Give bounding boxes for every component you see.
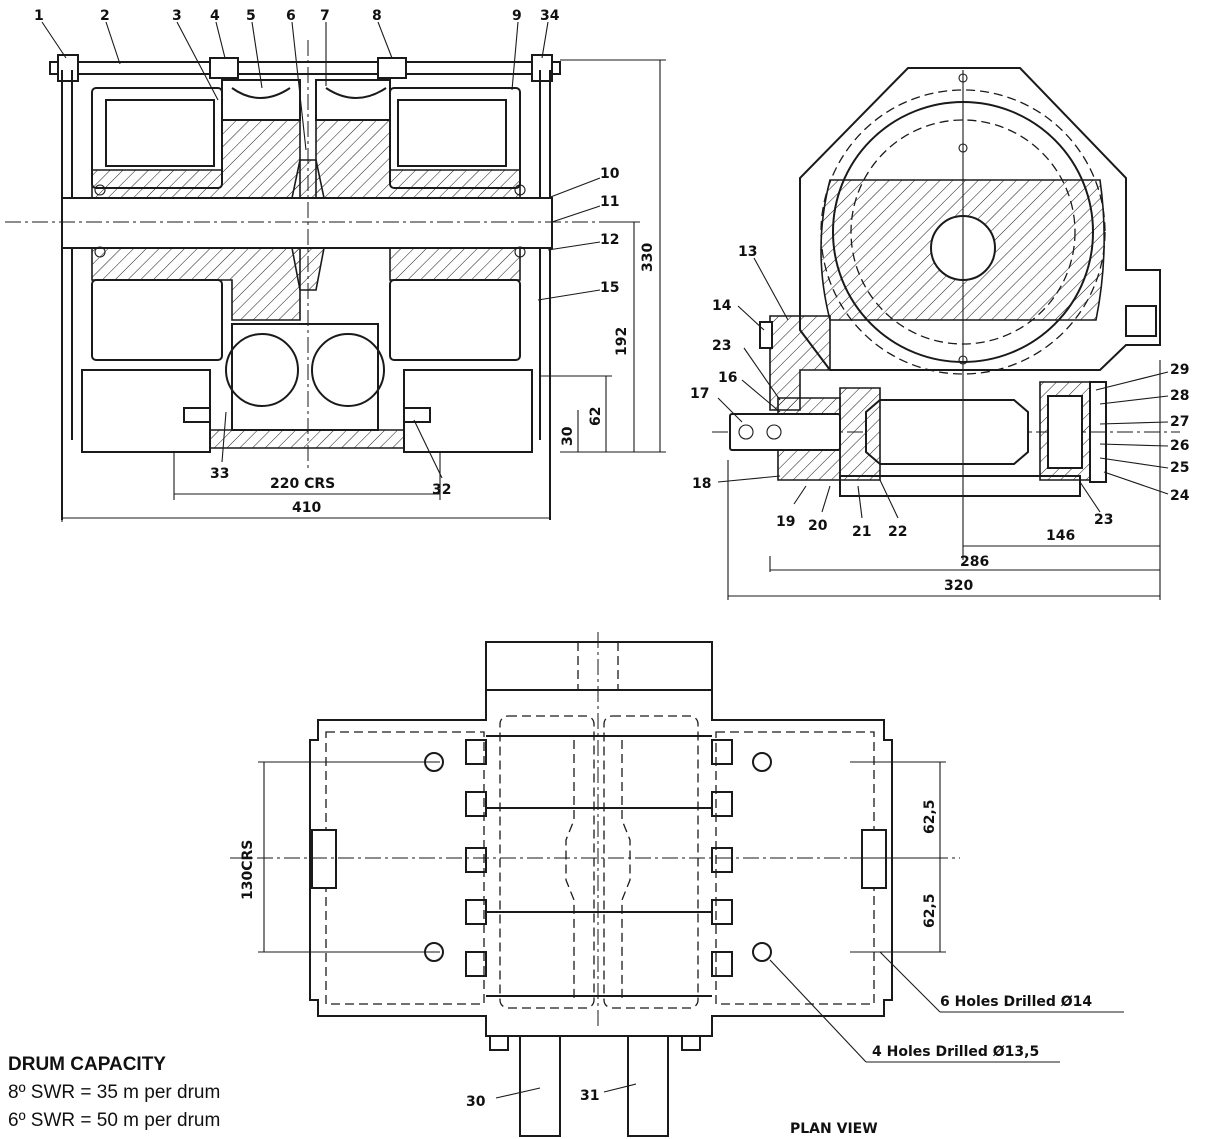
dimension-146: 146: [1046, 528, 1075, 544]
dimension-286: 286: [960, 554, 989, 570]
part-label-34: 34: [540, 8, 560, 24]
part-label-1: 1: [34, 8, 44, 24]
part-label-11: 11: [600, 194, 619, 210]
part-label-31: 31: [580, 1088, 599, 1104]
part-label-2: 2: [100, 8, 110, 24]
front-view-dimensions: 330 192 62 30 220 CRS 410: [270, 243, 656, 516]
part-label-16: 16: [718, 370, 737, 386]
part-label-33: 33: [210, 466, 229, 482]
dimension-220-crs: 220 CRS: [270, 476, 335, 492]
part-label-3: 3: [172, 8, 182, 24]
dimension-410: 410: [292, 500, 321, 516]
part-label-23-left: 23: [712, 338, 731, 354]
part-label-17: 17: [690, 386, 709, 402]
part-label-30: 30: [466, 1094, 486, 1110]
part-label-10: 10: [600, 166, 620, 182]
drum-capacity-line-2: 6º SWR = 50 m per drum: [8, 1110, 220, 1131]
side-view-part-labels: 13 14 23 16 17 18 19 20 21 22 23 29 28 2…: [690, 244, 1190, 540]
side-view: [712, 67, 1180, 600]
side-view-dimensions: 146 286 320: [944, 528, 1075, 594]
dimension-62-5-upper: 62,5: [922, 799, 938, 834]
part-label-13: 13: [738, 244, 757, 260]
dimension-62: 62: [588, 407, 604, 426]
part-label-21: 21: [852, 524, 871, 540]
front-view-part-labels: 1 2 3 4 5 6 7 8 9 34 10 11 12 15 33 32: [34, 8, 620, 498]
part-label-25: 25: [1170, 460, 1189, 476]
part-label-9: 9: [512, 8, 522, 24]
part-label-6: 6: [286, 8, 296, 24]
part-label-18: 18: [692, 476, 711, 492]
plan-view-title: PLAN VIEW: [790, 1121, 878, 1137]
part-label-8: 8: [372, 8, 382, 24]
plan-view-labels: 130CRS 62,5 62,5 6 Holes Drilled Ø14 4 H…: [240, 799, 1092, 1137]
part-label-27: 27: [1170, 414, 1189, 430]
dimension-30: 30: [560, 426, 576, 446]
part-label-12: 12: [600, 232, 619, 248]
part-label-15: 15: [600, 280, 619, 296]
part-label-4: 4: [210, 8, 220, 24]
dimension-192: 192: [614, 327, 630, 356]
part-label-19: 19: [776, 514, 795, 530]
drum-capacity-note: DRUM CAPACITY 8º SWR = 35 m per drum 6º …: [8, 1054, 220, 1131]
part-label-14: 14: [712, 298, 732, 314]
part-label-32: 32: [432, 482, 451, 498]
part-label-20: 20: [808, 518, 828, 534]
part-label-7: 7: [320, 8, 330, 24]
part-label-5: 5: [246, 8, 256, 24]
dimension-130-crs: 130CRS: [240, 840, 256, 900]
dimension-330: 330: [640, 243, 656, 272]
drum-capacity-line-1: 8º SWR = 35 m per drum: [8, 1082, 220, 1103]
note-6-holes: 6 Holes Drilled Ø14: [940, 994, 1092, 1010]
part-label-28: 28: [1170, 388, 1189, 404]
drum-capacity-heading: DRUM CAPACITY: [8, 1054, 166, 1075]
part-label-24: 24: [1170, 488, 1190, 504]
note-4-holes: 4 Holes Drilled Ø13,5: [872, 1044, 1039, 1060]
part-label-26: 26: [1170, 438, 1189, 454]
part-label-29: 29: [1170, 362, 1189, 378]
dimension-320: 320: [944, 578, 973, 594]
part-label-22: 22: [888, 524, 907, 540]
part-label-23-right: 23: [1094, 512, 1113, 528]
dimension-62-5-lower: 62,5: [922, 893, 938, 928]
plan-view: [230, 632, 1124, 1137]
front-section-view: [5, 21, 666, 522]
